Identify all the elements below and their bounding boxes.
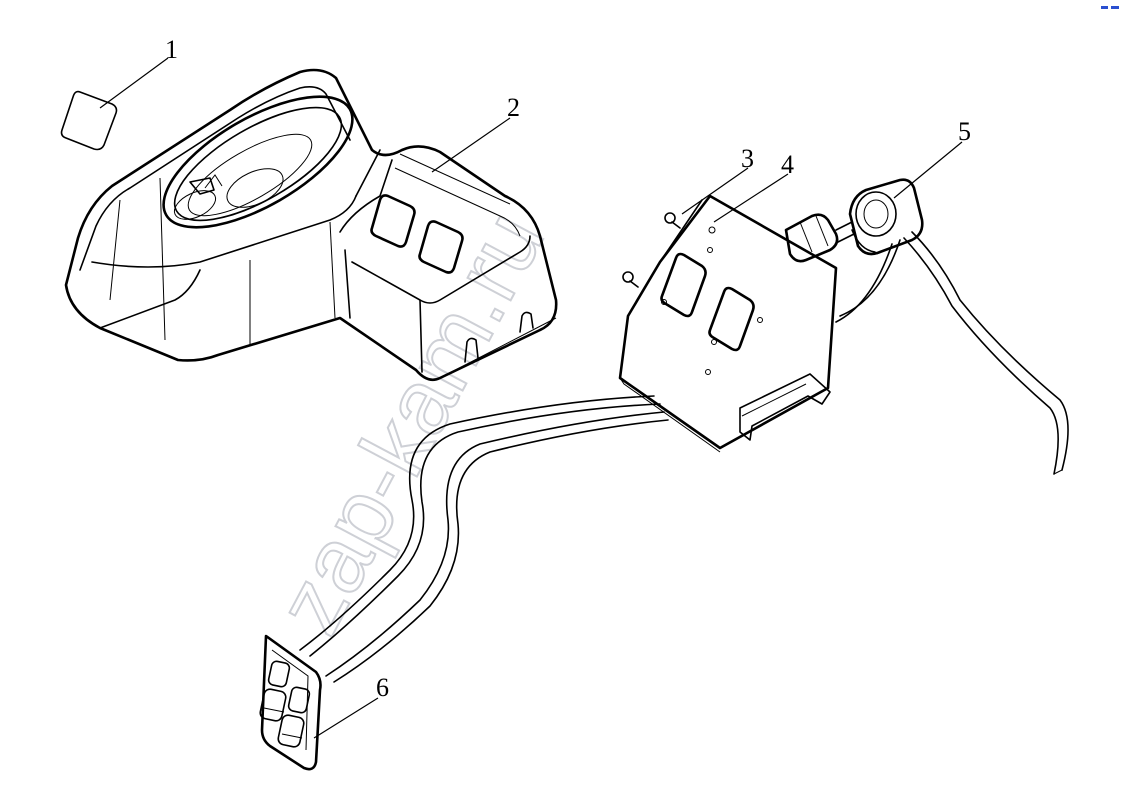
callout-4: 4 xyxy=(781,150,794,179)
part-2-console-housing xyxy=(64,68,558,382)
leader-3 xyxy=(681,167,749,215)
part-4-bracket xyxy=(618,194,838,453)
leader-4 xyxy=(713,173,789,223)
leader-2 xyxy=(431,117,511,173)
part-1-pad xyxy=(60,90,118,151)
callout-1: 1 xyxy=(165,35,178,64)
leader-6 xyxy=(313,697,379,739)
callout-3: 3 xyxy=(741,144,754,173)
part-5-connector xyxy=(784,178,1069,475)
part-3-screws xyxy=(622,212,681,288)
callout-6: 6 xyxy=(376,673,389,702)
watermark: zap-kam.ru xyxy=(257,194,565,650)
leader-1 xyxy=(99,57,169,109)
corner-mark xyxy=(1101,6,1119,9)
watermark-text: zap-kam.ru xyxy=(258,195,564,649)
callout-labels: 1 2 3 4 5 6 xyxy=(165,35,971,702)
leader-5 xyxy=(893,141,963,199)
callout-2: 2 xyxy=(507,93,520,122)
leader-lines xyxy=(99,57,963,739)
callout-5: 5 xyxy=(958,117,971,146)
part-6-terminal xyxy=(259,634,322,771)
cable-harness xyxy=(299,395,669,683)
